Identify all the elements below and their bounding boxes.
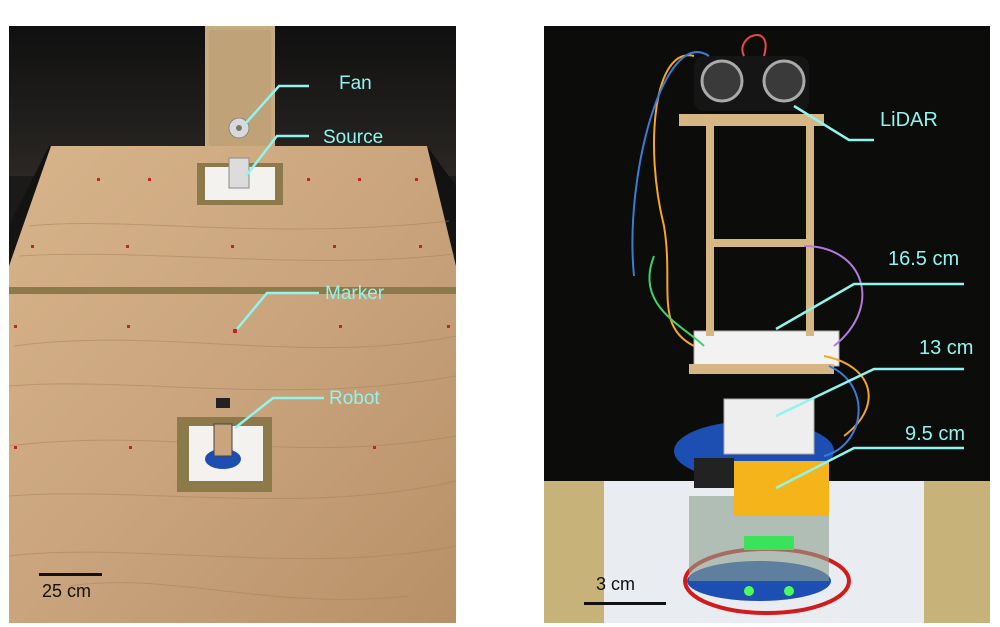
level-top-label: 16.5 cm bbox=[888, 248, 960, 270]
wood-grain bbox=[9, 220, 456, 600]
arena-photo-panel: Fan Source Marker Robot 25 cm bbox=[9, 26, 456, 623]
source-device bbox=[228, 157, 250, 189]
callout-lines bbox=[775, 104, 964, 490]
robot-photo bbox=[544, 34, 990, 623]
robot-label: Robot bbox=[329, 388, 380, 409]
fan-label: Fan bbox=[339, 73, 372, 94]
lidar-label: LiDAR bbox=[880, 109, 938, 131]
breadboard-mid bbox=[723, 398, 815, 455]
wooden-tower bbox=[679, 114, 824, 336]
wires bbox=[631, 34, 870, 457]
wood-floor bbox=[9, 146, 456, 623]
right-scale-bar bbox=[584, 602, 666, 605]
level-low-label: 9.5 cm bbox=[905, 423, 966, 445]
left-scale-label: 25 cm bbox=[42, 581, 92, 601]
board-seam bbox=[9, 287, 456, 294]
callout-lines bbox=[234, 84, 324, 429]
breadboard-top bbox=[693, 330, 840, 367]
arena-photo bbox=[9, 26, 456, 623]
marker-label: Marker bbox=[325, 283, 385, 304]
source-label: Source bbox=[323, 127, 384, 148]
marker-grid bbox=[14, 178, 450, 449]
level-mid-label: 13 cm bbox=[919, 337, 974, 359]
right-scale-label: 3 cm bbox=[596, 574, 636, 594]
led-right bbox=[784, 586, 794, 596]
robot-photo-panel: LiDAR 16.5 cm 13 cm 9.5 cm 3 cm bbox=[544, 26, 990, 623]
led-left bbox=[744, 586, 754, 596]
left-scale-bar bbox=[39, 573, 102, 576]
